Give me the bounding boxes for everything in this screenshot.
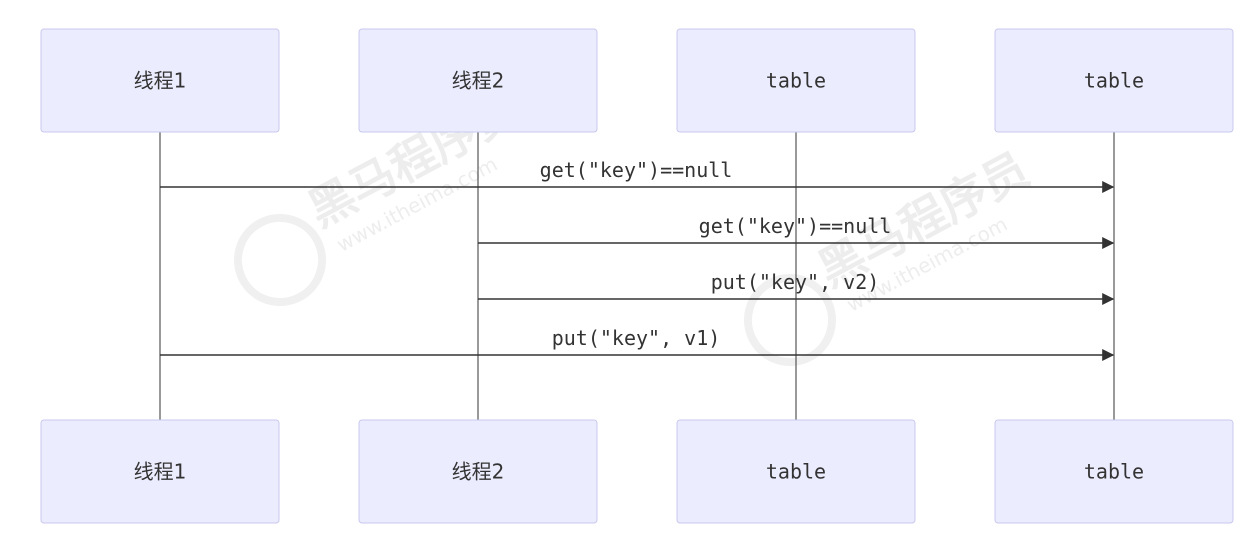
participant-box [358, 28, 598, 133]
participant-box [676, 419, 916, 524]
message-label: put("key", v1) [552, 326, 721, 350]
participant-label: 线程2 [452, 69, 505, 93]
participant-label: table [1084, 69, 1144, 93]
participant-top-tb2: table [994, 28, 1234, 133]
lifelines [159, 132, 1115, 420]
participant-label: table [766, 460, 826, 484]
message-4: put("key", v1) [160, 326, 1115, 361]
participant-box [994, 28, 1234, 133]
participant-bottom-tb2: table [994, 419, 1234, 524]
message-label: get("key")==null [540, 158, 733, 182]
participant-label: 线程1 [134, 69, 187, 93]
participant-box [358, 419, 598, 524]
watermark-logo-icon [744, 274, 836, 366]
participant-box [40, 419, 280, 524]
participant-label: 线程1 [134, 460, 187, 484]
participant-top-tb1: table [676, 28, 916, 133]
message-1: get("key")==null [160, 158, 1115, 193]
participant-bottom-t2: 线程2 [358, 419, 598, 524]
participant-box [40, 28, 280, 133]
participant-box [994, 419, 1234, 524]
message-2: get("key")==null [478, 214, 1115, 249]
participant-top-t1: 线程1 [40, 28, 280, 133]
messages: get("key")==null get("key")==null put("key… [160, 158, 1115, 361]
watermark-logo-icon [234, 214, 326, 306]
participants: 线程1 线程1 线程2 线程2 table table table table [40, 28, 1234, 524]
participant-bottom-t1: 线程1 [40, 419, 280, 524]
participant-label: table [1084, 460, 1144, 484]
participant-label: table [766, 69, 826, 93]
participant-bottom-tb1: table [676, 419, 916, 524]
message-label: get("key")==null [699, 214, 892, 238]
participant-box [676, 28, 916, 133]
message-label: put("key", v2) [711, 270, 880, 294]
message-3: put("key", v2) [478, 270, 1115, 305]
participant-top-t2: 线程2 [358, 28, 598, 133]
participant-label: 线程2 [452, 460, 505, 484]
